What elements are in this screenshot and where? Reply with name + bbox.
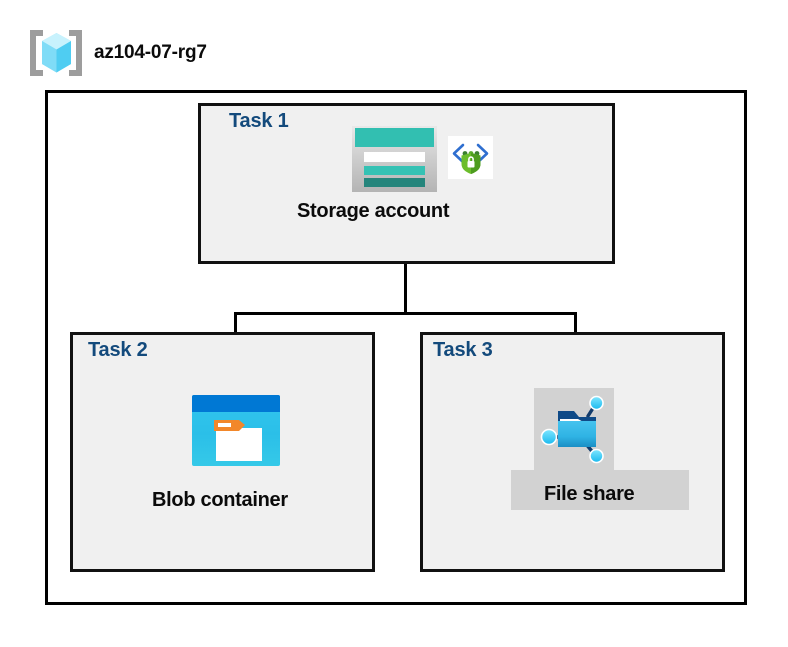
file-share-label: File share (544, 483, 635, 505)
file-share-icon (538, 392, 610, 466)
bracket-left-shape (30, 30, 43, 76)
storage-account-icon (352, 126, 437, 192)
storage-account-label: Storage account (297, 200, 450, 222)
blob-tab-slot-shape (218, 423, 231, 427)
blob-container-label: Blob container (152, 489, 288, 511)
resource-group-name: az104-07-rg7 (94, 42, 207, 63)
storage-account-header-bar-shape (355, 128, 434, 147)
storage-account-row-teal-shape (364, 166, 425, 175)
file-share-label-highlight (511, 470, 689, 510)
task-3-label: Task 3 (433, 339, 493, 361)
storage-account-row-dark-teal-shape (364, 178, 425, 187)
storage-account-row-white-shape (364, 152, 425, 162)
private-endpoint-icon (448, 136, 493, 179)
task-2-label: Task 2 (88, 339, 148, 361)
blob-titlebar-shape (192, 395, 280, 412)
resource-group-header: az104-07-rg7 (30, 28, 330, 78)
blob-document-shape (216, 428, 262, 461)
connector-storage-to-bus (404, 264, 407, 314)
task-1-label: Task 1 (229, 110, 289, 132)
bracket-right-shape (69, 30, 82, 76)
resource-group-icon (30, 28, 82, 78)
cube-shape (42, 33, 71, 73)
blob-container-icon (192, 395, 280, 466)
connector-horizontal-bus (234, 312, 577, 315)
